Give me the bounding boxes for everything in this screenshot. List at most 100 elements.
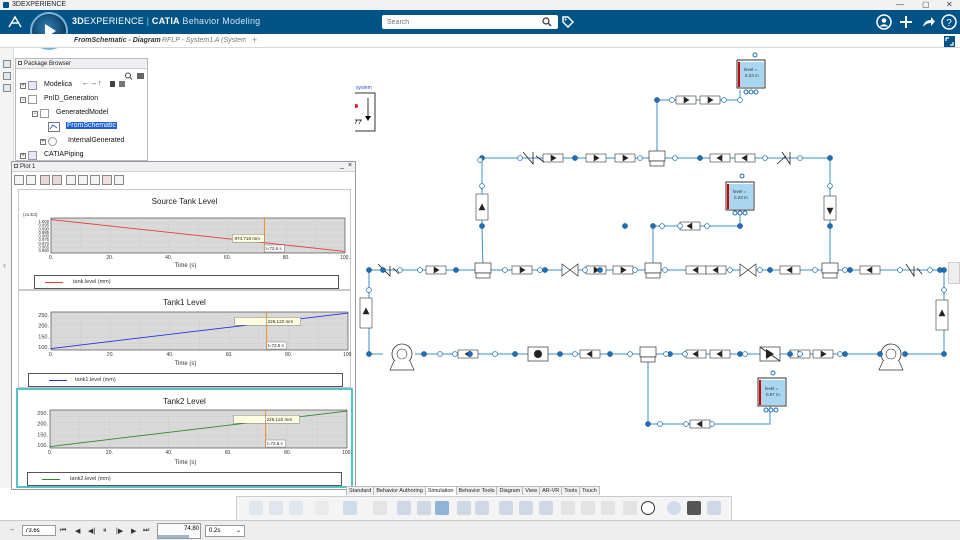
plot-split-icon[interactable]: [90, 175, 100, 185]
current-time-field[interactable]: [22, 525, 56, 536]
plot-tank2-level[interactable]: Tank2 Level 250.200.150.100.0.20.40.60.8…: [16, 388, 353, 488]
log-icon[interactable]: [561, 501, 575, 515]
ribbon-tab-touch[interactable]: Touch: [579, 486, 600, 495]
minimize-button[interactable]: —: [896, 0, 904, 9]
plot-delete-icon[interactable]: [102, 175, 112, 185]
search-input[interactable]: [382, 15, 558, 29]
tab-fromschematic-diagram[interactable]: FromSchematic - Diagram: [74, 37, 161, 44]
cut-icon[interactable]: [249, 501, 263, 515]
add-tab-button[interactable]: +: [252, 35, 258, 45]
collapse-icon[interactable]: −: [32, 111, 38, 117]
copy-icon[interactable]: [269, 501, 283, 515]
search-results-icon[interactable]: [667, 501, 681, 515]
share-icon[interactable]: [920, 14, 936, 30]
plot-pan-icon[interactable]: [26, 175, 36, 185]
probe-icon[interactable]: [623, 501, 637, 515]
step-backward-button[interactable]: ◀|: [88, 528, 96, 535]
translate-icon[interactable]: [417, 501, 431, 515]
time-slider[interactable]: 74.80: [157, 523, 201, 539]
close-plot-button[interactable]: ×: [348, 162, 353, 169]
ribbon-tab-view[interactable]: View: [522, 486, 541, 495]
plot-tank1-level[interactable]: Tank1 Level 250.200.150.100.0.20.40.60.8…: [18, 290, 352, 388]
expand-icon[interactable]: +: [20, 83, 26, 89]
browser-search-icon[interactable]: [124, 72, 146, 80]
expand-icon[interactable]: +: [20, 153, 26, 159]
ribbon-tab-tools[interactable]: Tools: [561, 486, 581, 495]
tee-junctions[interactable]: [474, 150, 839, 363]
schematic-diagram[interactable]: system level = 0.23 m level = 0.23 m: [355, 48, 955, 484]
user-profile-icon[interactable]: [876, 14, 892, 30]
plot-export-icon[interactable]: [114, 175, 124, 185]
maximize-button[interactable]: ▢: [922, 0, 930, 9]
pause-button[interactable]: ⏸: [103, 527, 107, 534]
table-icon[interactable]: [539, 501, 553, 515]
collapse-left-icon[interactable]: ‹: [3, 260, 6, 270]
snapshot-icon[interactable]: [687, 501, 701, 515]
plot-icon[interactable]: [499, 501, 513, 515]
check-model-icon[interactable]: [397, 501, 411, 515]
skip-start-button[interactable]: ⏮: [60, 527, 67, 534]
step-size-select[interactable]: 0.2s ⌄: [205, 525, 245, 537]
report-icon[interactable]: [581, 501, 595, 515]
animation-icon[interactable]: [519, 501, 533, 515]
play-backward-button[interactable]: ◀: [75, 528, 81, 535]
flow-direction-icon: [683, 96, 690, 104]
check-valves[interactable]: [377, 151, 923, 278]
connector-port: [927, 267, 933, 273]
edit-icon[interactable]: [601, 501, 615, 515]
tank-2[interactable]: level = 0.23 m: [725, 173, 755, 216]
vertical-pipe-segments[interactable]: [359, 193, 949, 331]
undo-icon[interactable]: [315, 501, 329, 515]
fullscreen-icon[interactable]: [944, 36, 955, 47]
results-icon[interactable]: [475, 501, 489, 515]
tree-nav-arrows-icon[interactable]: ←→↑: [82, 80, 103, 87]
plot-properties-icon[interactable]: [14, 175, 24, 185]
tree-save-icon[interactable]: [110, 81, 115, 87]
pump-left[interactable]: [389, 343, 415, 371]
close-window-button[interactable]: ✕: [946, 0, 953, 9]
plot-grid-icon[interactable]: [78, 175, 88, 185]
plot-zoom-icon[interactable]: [40, 175, 50, 185]
valve-2[interactable]: [739, 263, 757, 277]
play-forward-button[interactable]: ▶: [131, 528, 137, 535]
tank-1[interactable]: level = 0.23 m: [736, 52, 766, 95]
plot-back-icon[interactable]: [66, 175, 76, 185]
simulate-icon[interactable]: [435, 501, 449, 515]
export-icon[interactable]: [373, 501, 387, 515]
tank-3[interactable]: level = 0.97 m: [757, 370, 787, 413]
layers-toggle-button[interactable]: [3, 72, 11, 80]
properties-toggle-button[interactable]: [3, 84, 11, 92]
valve-1[interactable]: [561, 263, 579, 277]
ribbon-tab-diagram[interactable]: Diagram: [496, 486, 524, 495]
tab-rflp-system[interactable]: RFLP - System1 A (System1...: [162, 37, 246, 44]
ribbon-tab-simulation[interactable]: Simulation: [424, 486, 457, 495]
ribbon-tab-standard[interactable]: Standard: [346, 486, 375, 495]
ribbon-tab-ar-vr[interactable]: AR-VR: [539, 486, 563, 495]
tag-icon[interactable]: [561, 15, 574, 28]
add-icon[interactable]: [898, 14, 914, 30]
help-icon[interactable]: ?: [941, 14, 957, 30]
tree-print-icon[interactable]: [119, 81, 125, 87]
experiment-icon[interactable]: [457, 501, 471, 515]
update-icon[interactable]: [343, 501, 357, 515]
flow-sensor-1[interactable]: [527, 346, 549, 362]
ribbon-tab-behavior-tools[interactable]: Behavior Tools: [455, 486, 498, 495]
tree-toggle-button[interactable]: [3, 60, 11, 68]
collapse-icon[interactable]: −: [20, 97, 26, 103]
pump-right[interactable]: [878, 343, 904, 371]
expand-icon[interactable]: +: [40, 139, 46, 145]
system-block[interactable]: system: [355, 85, 376, 132]
paste-icon[interactable]: [289, 501, 303, 515]
plot-zoom-reset-icon[interactable]: [52, 175, 62, 185]
minimize-plot-button[interactable]: _: [340, 162, 344, 169]
ribbon-tab-behavior-authoring[interactable]: Behavior Authoring: [373, 486, 426, 495]
cursor-value-label: 226.122 mm: [267, 417, 293, 422]
linearize-icon[interactable]: [641, 501, 655, 515]
flow-sensor-2[interactable]: [759, 346, 781, 362]
step-forward-button[interactable]: |▶: [116, 528, 124, 535]
search-icon[interactable]: [542, 17, 552, 27]
skip-end-button[interactable]: ⏭: [143, 527, 150, 534]
ds-logo-icon[interactable]: [7, 14, 23, 30]
calibrate-icon[interactable]: [707, 501, 721, 515]
